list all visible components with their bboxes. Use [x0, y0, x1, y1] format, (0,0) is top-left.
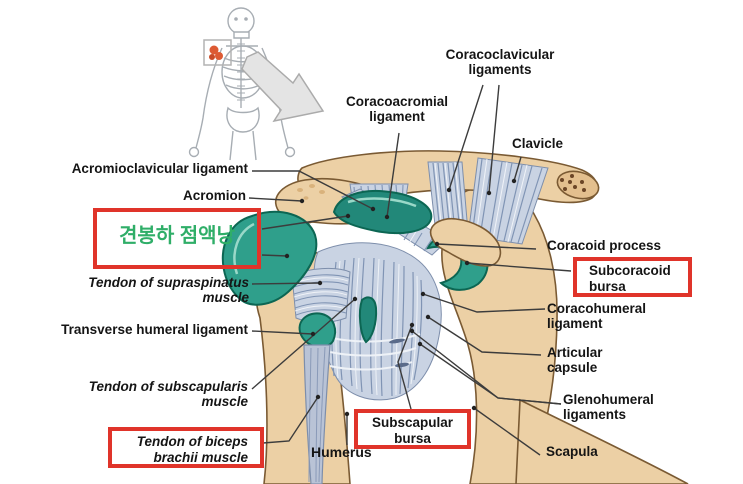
- label-subscapular-bursa: Subscapular bursa: [371, 415, 454, 446]
- highlight-box-subscapular-bursa: Subscapular bursa: [354, 409, 471, 449]
- inset-highlight: [203, 39, 232, 66]
- label-acromioclavicular-ligament: Acromioclavicular ligament: [71, 161, 248, 176]
- subdeltoid-bursa-shape: [221, 211, 318, 306]
- label-tendon-of-subscapularis-muscle: Tendon of subscapularis muscle: [88, 379, 248, 409]
- label-glenohumeral-ligaments: Glenohumeral ligaments: [563, 392, 654, 422]
- label-scapula: Scapula: [546, 444, 598, 459]
- coracoid-process-bone: [429, 217, 502, 267]
- label-acromion: Acromion: [182, 188, 246, 203]
- leader-lines: [248, 84, 572, 456]
- highlight-box-subacromial-bursa: 견봉하 점액낭: [93, 208, 261, 269]
- label-humerus: Humerus: [311, 444, 372, 460]
- clavicle-cut-face: [556, 170, 600, 200]
- label-tendon-of-biceps-brachii-muscle: Tendon of biceps brachii muscle: [136, 434, 248, 465]
- label-coracoid-process: Coracoid process: [547, 238, 662, 253]
- clavicle-cut-dots: [560, 174, 586, 192]
- label-coracoacromial-ligament: Coracoacromial ligament: [345, 94, 449, 124]
- label-coracohumeral-ligament: Coracohumeral ligament: [547, 301, 647, 331]
- biceps-tendon-shape: [303, 344, 331, 484]
- label-subacromial-bursa-korean: 견봉하 점액낭: [119, 225, 235, 247]
- subacromial-bursa-shape: [332, 190, 433, 234]
- label-transverse-humeral-ligament: Transverse humeral ligament: [61, 322, 248, 337]
- highlight-box-subcoracoid-bursa: Subcoracoid bursa: [573, 257, 692, 297]
- label-tendon-of-supraspinatus-muscle: Tendon of supraspinatus muscle: [88, 275, 249, 305]
- leader-dots: [284, 178, 517, 417]
- coracoclavicular-ligament-bundles: [427, 157, 549, 245]
- label-coracoclavicular-ligaments: Coracoclavicular ligaments: [445, 47, 555, 77]
- highlight-box-tendon-of-biceps-brachii: Tendon of biceps brachii muscle: [108, 427, 264, 468]
- label-subcoracoid-bursa: Subcoracoid bursa: [589, 263, 671, 294]
- locator-arrow: [241, 51, 325, 123]
- label-clavicle: Clavicle: [512, 136, 564, 151]
- bursa-sliver-shape: [358, 296, 378, 344]
- articular-capsule-and-subscapularis-tendon: [313, 242, 442, 401]
- label-articular-capsule: Articular capsule: [547, 345, 603, 375]
- skeleton-locator-inset: [188, 7, 296, 161]
- acromion-texture: [297, 184, 325, 200]
